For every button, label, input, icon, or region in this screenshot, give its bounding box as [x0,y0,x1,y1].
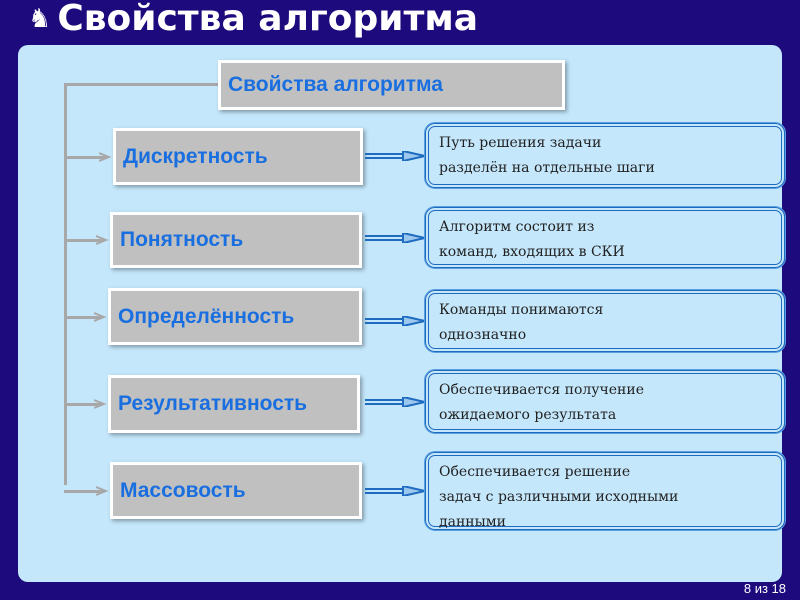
slide-title: ♞Свойства алгоритма [28,0,478,39]
connector-line [64,315,102,319]
arrowhead-icon [94,399,106,409]
double-arrow-icon [365,486,425,496]
description-line: данными [439,514,506,530]
property-box: Массовость [110,462,362,519]
connector-line [64,239,104,242]
connector-line [64,155,107,159]
header-box: Свойства алгоритма [218,60,565,110]
arrowhead-icon [96,485,108,496]
description-line: разделён на отдельные шаги [439,160,655,176]
connector-line [64,403,102,406]
arrowhead-icon [96,235,108,245]
slide-title-text: Свойства алгоритма [57,0,479,39]
description-line: Обеспечивается решение [439,464,631,480]
property-box: Определённость [108,288,362,345]
description-line: команд, входящих в СКИ [439,244,625,260]
connector-line [64,489,104,493]
description-line: Путь решения задачи [439,135,602,151]
page-counter: 8 из 18 [743,581,786,596]
description-box: Обеспечивается получение ожидаемого резул… [424,369,786,434]
connector-line [64,83,218,86]
description-box: Путь решения задачи разделён на отдельные… [424,122,786,189]
double-arrow-icon [365,150,425,161]
double-arrow-icon [365,232,425,243]
property-box: Понятность [110,212,362,268]
description-line: однозначно [439,327,527,343]
description-line: задач с различными исходными [439,489,679,505]
arrowhead-icon [99,151,111,162]
arrowhead-icon [94,311,106,322]
connector-line [64,83,67,485]
bird-logo-icon: ♞ [28,3,52,34]
description-line: Алгоритм состоит из [439,219,595,235]
double-arrow-icon [365,396,425,407]
property-box: Дискретность [113,128,363,185]
description-line: Команды понимаются [439,302,604,318]
description-box: Обеспечивается решение задач с различными… [424,451,786,531]
double-arrow-icon [365,316,425,326]
description-box: Команды понимаются однозначно [424,289,786,353]
description-line: Обеспечивается получение [439,382,644,398]
description-line: ожидаемого результата [439,407,617,423]
description-box: Алгоритм состоит из команд, входящих в СК… [424,206,786,269]
property-box: Результативность [108,375,360,433]
